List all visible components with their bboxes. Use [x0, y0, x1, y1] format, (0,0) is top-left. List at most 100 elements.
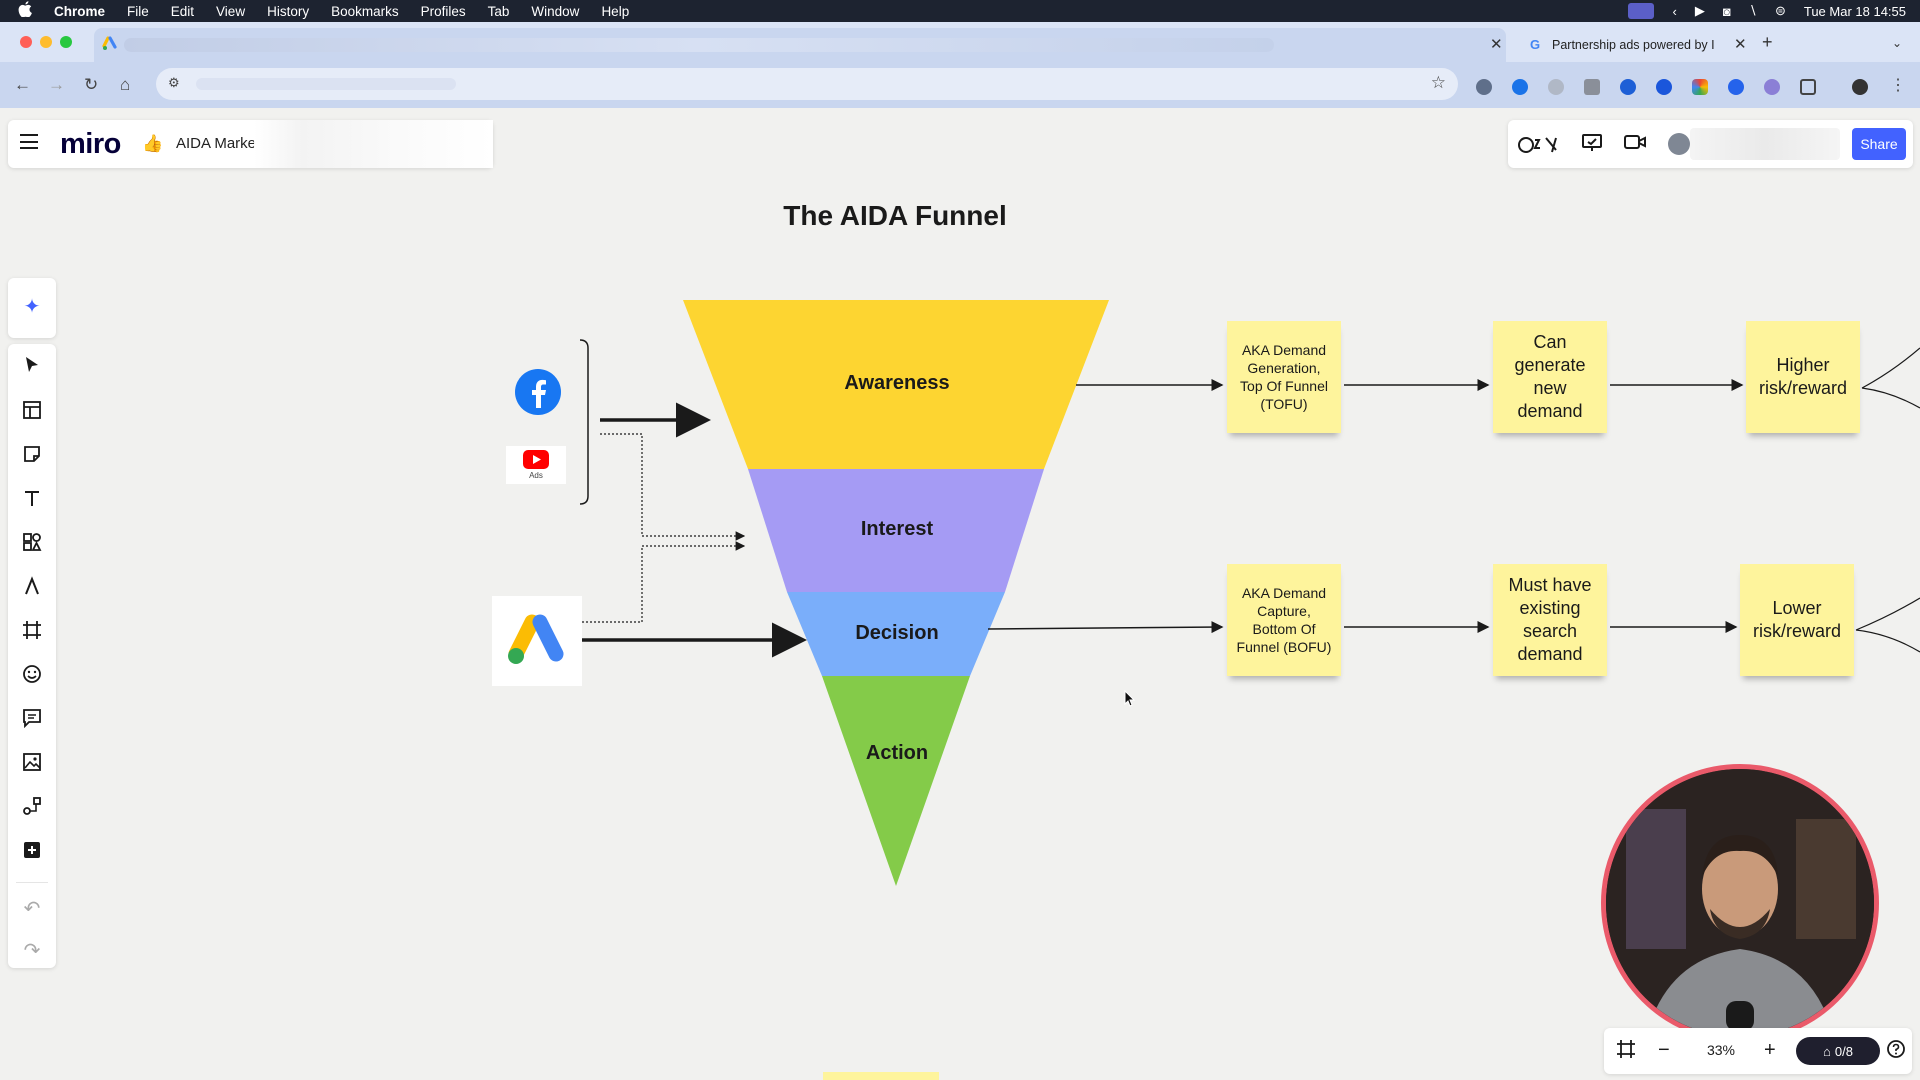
board-title[interactable]: The AIDA Funnel	[783, 200, 1007, 231]
extension-icon[interactable]	[1584, 79, 1600, 95]
minimize-window-button[interactable]	[40, 36, 52, 48]
funnel-decision-band[interactable]	[787, 592, 1005, 676]
funnel-label-awareness[interactable]: Awareness	[844, 372, 950, 394]
funnel-action-band[interactable]	[822, 676, 970, 886]
google-ads-logo[interactable]	[492, 596, 582, 686]
social-to-interest-dotted-connector[interactable]	[600, 433, 746, 541]
tab-miro-board[interactable]: ✕	[94, 28, 1506, 62]
help-icon[interactable]	[1886, 1039, 1906, 1065]
extension-icon[interactable]	[1476, 79, 1492, 95]
browser-menu-icon[interactable]: ⋮	[1890, 77, 1906, 94]
objects-counter-button[interactable]: ⌂ 0/8	[1796, 1037, 1880, 1065]
close-window-button[interactable]	[20, 36, 32, 48]
offscreen-sticky-note[interactable]	[823, 1072, 939, 1080]
sticky-note-existing-demand[interactable]: Must have existing search demand	[1493, 564, 1607, 676]
address-bar[interactable]: ⚙ ☆	[156, 68, 1458, 100]
home-icon[interactable]: ⌂	[120, 75, 131, 94]
menu-edit[interactable]: Edit	[170, 3, 195, 19]
image-upload-icon[interactable]	[8, 752, 56, 778]
menu-view[interactable]: View	[216, 3, 246, 19]
close-tab-icon[interactable]: ✕	[1490, 36, 1503, 53]
pen-icon[interactable]	[8, 576, 56, 602]
maximize-window-button[interactable]	[60, 36, 72, 48]
video-call-icon[interactable]	[1624, 134, 1646, 155]
sticky-note-higher-risk[interactable]: Higher risk/reward	[1746, 321, 1860, 433]
main-menu-icon[interactable]	[20, 134, 38, 149]
menu-window[interactable]: Window	[531, 3, 580, 19]
zoom-out-icon[interactable]: −	[1658, 1039, 1670, 1061]
menu-help[interactable]: Help	[601, 3, 630, 19]
extension-icon[interactable]	[1764, 79, 1780, 95]
menu-profiles[interactable]: Profiles	[420, 3, 466, 19]
select-cursor-icon[interactable]	[8, 356, 56, 380]
redo-icon[interactable]: ↷	[23, 940, 41, 962]
back-arrow-icon[interactable]: ←	[14, 75, 31, 94]
google-ads-to-interest-dotted-connector[interactable]	[582, 541, 746, 623]
frame-icon[interactable]	[8, 620, 56, 646]
ai-sparkle-icon[interactable]: ✦	[23, 296, 41, 318]
wifi-off-icon[interactable]: ∖	[1748, 3, 1757, 18]
funnel-label-decision[interactable]: Decision	[855, 622, 939, 644]
profile-avatar[interactable]	[1852, 79, 1868, 95]
extension-icon[interactable]	[1548, 79, 1564, 95]
chevron-left-icon[interactable]: ‹	[1672, 3, 1677, 19]
control-center-icon[interactable]: ⊜	[1774, 3, 1786, 18]
sticky-note-bofu[interactable]: AKA Demand Capture, Bottom Of Funnel (BO…	[1227, 564, 1341, 676]
present-icon[interactable]	[1582, 134, 1602, 157]
apple-menu-icon[interactable]	[18, 1, 38, 21]
close-tab-icon[interactable]: ✕	[1734, 36, 1747, 53]
zoom-in-icon[interactable]: +	[1764, 1039, 1776, 1061]
sticky-note-tofu[interactable]: AKA Demand Generation, Top Of Funnel (TO…	[1227, 321, 1341, 433]
new-tab-button[interactable]: +	[1762, 32, 1773, 52]
share-button[interactable]: Share	[1852, 128, 1906, 160]
board-header-blurred	[254, 120, 493, 168]
tab-partnership-ads[interactable]: G Partnership ads powered by I ✕	[1520, 28, 1748, 62]
miro-logo[interactable]: miro	[60, 128, 121, 160]
facebook-logo[interactable]	[514, 368, 566, 420]
clock[interactable]: Tue Mar 18 14:55	[1803, 3, 1906, 19]
shapes-icon[interactable]	[8, 532, 56, 558]
menu-bookmarks[interactable]: Bookmarks	[331, 3, 399, 19]
camera-icon[interactable]: ◙	[1722, 3, 1731, 19]
funnel-label-interest[interactable]: Interest	[860, 518, 934, 540]
extension-icon[interactable]	[1512, 79, 1528, 95]
templates-icon[interactable]	[8, 400, 56, 426]
screen-share-icon[interactable]	[1628, 3, 1655, 19]
zoom-level[interactable]: 33%	[1706, 1042, 1736, 1058]
forward-arrow-icon[interactable]: →	[48, 75, 65, 94]
stickers-icon[interactable]	[8, 664, 56, 690]
reload-icon[interactable]: ↻	[84, 75, 99, 94]
collaborator-avatar[interactable]	[1668, 133, 1690, 155]
funnel-interest-band[interactable]	[748, 469, 1044, 592]
text-tool-icon[interactable]	[8, 488, 56, 514]
funnel-label-action[interactable]: Action	[865, 742, 929, 764]
password-manager-icon[interactable]	[1656, 79, 1672, 95]
diagram-icon[interactable]	[8, 796, 56, 822]
extension-icon[interactable]	[1620, 79, 1636, 95]
bookmark-star-icon[interactable]: ☆	[1430, 73, 1446, 92]
menu-tab[interactable]: Tab	[487, 3, 510, 19]
play-icon[interactable]: ▶	[1694, 3, 1705, 18]
reactions-icon[interactable]	[1518, 134, 1562, 159]
frames-icon[interactable]	[1616, 1039, 1636, 1065]
extension-icon[interactable]	[1692, 79, 1708, 95]
sticky-note-generate-demand[interactable]: Can generate new demand	[1493, 321, 1607, 433]
youtube-ads-logo[interactable]: Ads	[506, 446, 566, 484]
site-settings-icon[interactable]: ⚙	[168, 75, 180, 90]
board-name[interactable]: AIDA Marke	[176, 135, 257, 152]
decision-to-bofu-arrow[interactable]	[987, 621, 1224, 634]
funnel-awareness-band[interactable]	[683, 300, 1109, 469]
menu-history[interactable]: History	[267, 3, 310, 19]
miro-board-canvas[interactable]: miro 👍 AIDA Marke Share ✦	[0, 108, 1920, 1080]
tab-search-chevron-icon[interactable]: ⌄	[1892, 36, 1903, 50]
extensions-puzzle-icon[interactable]	[1800, 79, 1816, 95]
sticky-note-lower-risk[interactable]: Lower risk/reward	[1740, 564, 1854, 676]
menu-chrome[interactable]: Chrome	[54, 3, 106, 19]
extension-icon[interactable]	[1728, 79, 1744, 95]
comment-icon[interactable]	[8, 708, 56, 734]
undo-icon[interactable]: ↶	[23, 898, 41, 920]
more-apps-icon[interactable]	[8, 840, 56, 866]
menu-file[interactable]: File	[127, 3, 149, 19]
sticky-note-icon[interactable]	[8, 444, 56, 470]
objects-count: 0/8	[1834, 1043, 1853, 1059]
